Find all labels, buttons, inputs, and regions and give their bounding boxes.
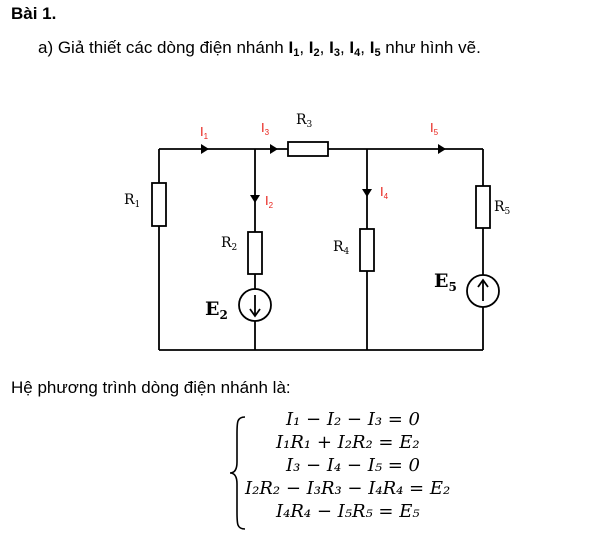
arrow-i4 xyxy=(362,189,372,197)
resistor-r3 xyxy=(287,141,329,157)
equation-4: I₂R₂ − I₃R₃ − I₄R₄ = E₂ xyxy=(245,478,451,499)
resistor-r1 xyxy=(151,182,167,227)
part-a-suffix: như hình vẽ. xyxy=(380,38,481,57)
current-list-i1: I1 xyxy=(288,38,300,59)
resistor-r2 xyxy=(247,231,263,275)
source-e5-symbol xyxy=(466,274,500,308)
label-i2: I2 xyxy=(265,193,274,210)
label-r3: R3 xyxy=(296,112,313,130)
arrow-i3 xyxy=(270,144,278,154)
current-list-i3: I3 xyxy=(329,38,340,59)
label-r1: R1 xyxy=(124,192,140,210)
resistor-r5 xyxy=(475,185,491,229)
exercise-title: Bài 1. xyxy=(11,4,57,23)
arrow-i1 xyxy=(201,144,209,154)
equation-5: I₄R₄ − I₅R₅ = E₅ xyxy=(276,501,420,522)
label-i4: I4 xyxy=(380,184,389,201)
equation-1: I₁ − I₂ − I₃ = 0 xyxy=(286,409,421,430)
part-a-statement: a) Giả thiết các dòng điện nhánh I1, I2,… xyxy=(38,38,481,59)
equation-3: I₃ − I₄ − I₅ = 0 xyxy=(286,455,421,476)
equation-2: I₁R₁ + I₂R₂ = E₂ xyxy=(276,432,420,453)
source-e2-symbol xyxy=(238,288,272,322)
label-r5: R5 xyxy=(494,199,511,217)
label-i5: I5 xyxy=(430,120,439,137)
arrow-i5 xyxy=(438,144,446,154)
label-e2: E2 xyxy=(205,298,228,322)
label-r2: R2 xyxy=(221,235,237,253)
part-a-prefix: a) Giả thiết các dòng điện nhánh xyxy=(38,38,289,57)
circuit-wires xyxy=(158,148,484,351)
circuit-diagram: R1 R2 R3 R4 R5 E2 E5 I1 I2 I3 I4 I5 xyxy=(124,112,511,351)
label-r4: R4 xyxy=(333,239,350,257)
label-e5: E5 xyxy=(434,270,457,294)
current-list-i2: I2 xyxy=(308,38,320,59)
label-i1: I1 xyxy=(200,124,209,141)
system-label: Hệ phương trình dòng điện nhánh là: xyxy=(11,378,291,397)
current-list-i5: I5 xyxy=(369,38,381,59)
current-list-i4: I4 xyxy=(349,38,361,59)
arrow-i2 xyxy=(250,195,260,203)
label-i3: I3 xyxy=(261,120,270,137)
equation-brace xyxy=(229,416,246,530)
resistor-r4 xyxy=(359,228,375,272)
